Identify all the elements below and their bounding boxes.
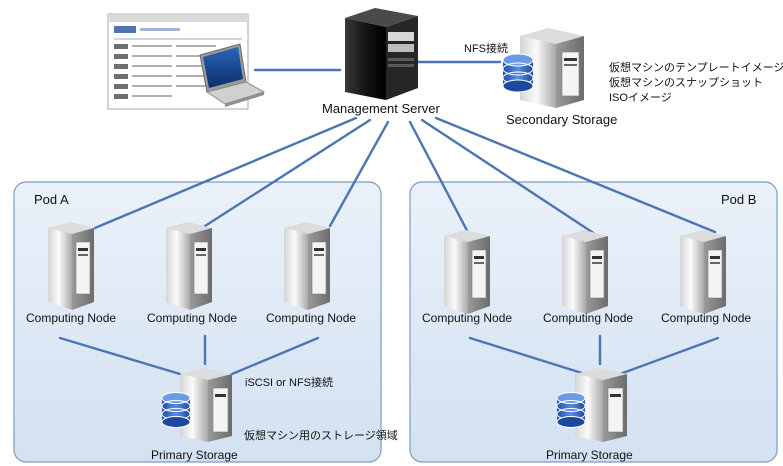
nfs-link-label: NFS接続 <box>464 43 508 55</box>
disk-stack-icon <box>161 392 191 428</box>
computing-node-icon <box>562 230 608 314</box>
disk-stack-icon <box>502 53 534 93</box>
secondary-storage-content-1: 仮想マシンのテンプレートイメージ <box>609 62 783 74</box>
pod-a-storage-link-label: iSCSI or NFS接続 <box>245 377 334 389</box>
network-links <box>58 60 720 376</box>
pod-a-label: Pod A <box>34 192 69 207</box>
secondary-storage-content-2: 仮想マシンのスナップショット <box>609 77 763 89</box>
computing-node-icon <box>48 222 94 310</box>
pod-a-primary-storage-label: Primary Storage <box>151 448 238 462</box>
disk-stack-icon <box>556 392 586 428</box>
computing-node-icon <box>166 222 212 310</box>
pod-b-node-3-label: Computing Node <box>661 311 752 325</box>
secondary-storage-label: Secondary Storage <box>506 112 618 127</box>
pod-b-label: Pod B <box>721 192 757 207</box>
management-server-icon <box>345 8 418 100</box>
computing-node-icon <box>284 222 330 310</box>
computing-node-icon <box>444 230 490 314</box>
pod-a-node-1-label: Computing Node <box>26 311 117 325</box>
computing-node-icon <box>680 230 726 314</box>
pod-a-node-3-label: Computing Node <box>266 311 357 325</box>
pod-a-node-2-label: Computing Node <box>147 311 238 325</box>
laptop-icon <box>199 43 266 107</box>
pod-b-node-2-label: Computing Node <box>543 311 634 325</box>
pod-b-node-1-label: Computing Node <box>422 311 513 325</box>
secondary-storage-content-3: ISOイメージ <box>609 92 672 104</box>
management-server-label: Management Server <box>322 101 440 116</box>
pod-b-primary-storage-label: Primary Storage <box>546 448 633 462</box>
pod-a-storage-note: 仮想マシン用のストレージ領域 <box>244 430 398 442</box>
